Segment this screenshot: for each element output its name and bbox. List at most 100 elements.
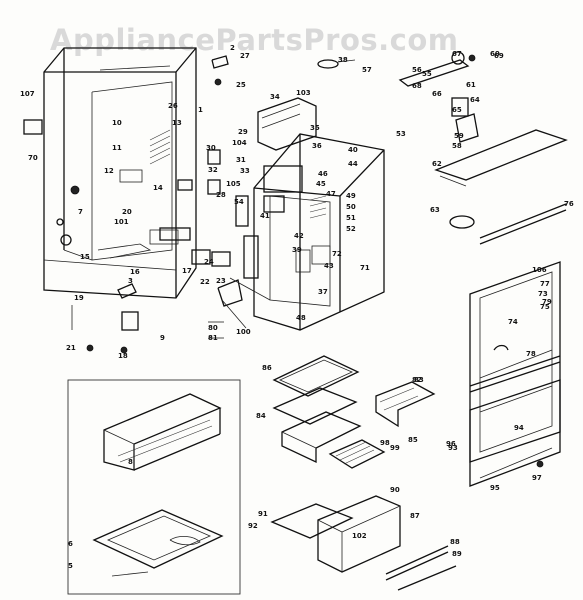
callout-49: 49: [346, 192, 356, 200]
callout-77: 77: [540, 280, 550, 288]
callout-84: 84: [256, 412, 266, 420]
callout-36: 36: [312, 142, 322, 150]
callout-16: 16: [130, 268, 140, 276]
callout-100: 100: [236, 328, 251, 336]
callout-42: 42: [294, 232, 304, 240]
callout-93: 93: [448, 444, 458, 452]
callout-94: 94: [514, 424, 524, 432]
callout-79: 79: [542, 298, 552, 306]
callout-89: 89: [452, 550, 462, 558]
callout-71: 71: [360, 264, 370, 272]
callout-62: 62: [432, 160, 442, 168]
callout-88: 88: [450, 538, 460, 546]
callout-41: 41: [260, 212, 270, 220]
callout-86: 86: [262, 364, 272, 372]
callout-23: 23: [216, 277, 226, 285]
callout-1: 1: [198, 106, 203, 114]
callout-17: 17: [182, 267, 192, 275]
callout-53: 53: [396, 130, 406, 138]
callout-97: 97: [532, 474, 542, 482]
callout-63: 63: [430, 206, 440, 214]
callout-48: 48: [296, 314, 306, 322]
callout-59: 59: [454, 132, 464, 140]
callout-47: 47: [326, 190, 336, 198]
callout-95: 95: [490, 484, 500, 492]
fresh-food-door: [469, 261, 561, 487]
callout-58: 58: [452, 142, 462, 150]
callout-65: 65: [452, 106, 462, 114]
cabinet-liner: [43, 47, 197, 299]
callout-50: 50: [346, 203, 356, 211]
callout-101: 101: [114, 218, 129, 226]
callout-3: 3: [128, 277, 133, 285]
callout-82: 82: [412, 376, 422, 384]
callout-27: 27: [240, 52, 250, 60]
callout-107: 107: [20, 90, 35, 98]
callout-99: 99: [390, 444, 400, 452]
callout-64: 64: [470, 96, 480, 104]
callout-76: 76: [564, 200, 574, 208]
callout-11: 11: [112, 144, 122, 152]
callout-45: 45: [316, 180, 326, 188]
callout-26: 26: [168, 102, 178, 110]
callout-105: 105: [226, 180, 241, 188]
callout-7: 7: [78, 208, 83, 216]
icemaker-parts: [317, 51, 568, 245]
callout-73: 73: [538, 290, 548, 298]
callout-54: 54: [234, 198, 244, 206]
evaporator-parts: [229, 97, 317, 301]
callout-60: 60: [490, 50, 500, 58]
callout-106: 106: [532, 266, 547, 274]
callout-66: 66: [432, 90, 442, 98]
callout-78: 78: [526, 350, 536, 358]
callout-12: 12: [104, 167, 114, 175]
callout-15: 15: [80, 253, 90, 261]
callout-28: 28: [216, 191, 226, 199]
callout-21: 21: [66, 344, 76, 352]
callout-61: 61: [466, 81, 476, 89]
shelves-and-pans: [270, 355, 457, 591]
callout-14: 14: [153, 184, 163, 192]
callout-44: 44: [348, 160, 358, 168]
callout-57: 57: [362, 66, 372, 74]
callout-67: 67: [452, 50, 462, 58]
callout-19: 19: [74, 294, 84, 302]
inset-frame: [67, 379, 241, 595]
callout-102: 102: [352, 532, 367, 540]
callout-6: 6: [68, 540, 73, 548]
callout-13: 13: [172, 119, 182, 127]
callout-9: 9: [160, 334, 165, 342]
callout-72: 72: [332, 250, 342, 258]
callout-33: 33: [240, 167, 250, 175]
callout-98: 98: [380, 439, 390, 447]
callout-92: 92: [248, 522, 258, 530]
callout-91: 91: [258, 510, 268, 518]
callout-29: 29: [238, 128, 248, 136]
callout-68: 68: [412, 82, 422, 90]
callout-30: 30: [206, 144, 216, 152]
freezer-liner: [253, 133, 385, 331]
callout-40: 40: [348, 146, 358, 154]
callout-32: 32: [208, 166, 218, 174]
callout-35: 35: [310, 124, 320, 132]
callout-56: 56: [412, 66, 422, 74]
grille-and-pan: [92, 393, 224, 577]
callout-75: 75: [540, 303, 550, 311]
watermark: AppliancePartsPros.com: [50, 23, 458, 57]
callout-80: 80: [208, 324, 218, 332]
left-small-parts: [23, 55, 247, 354]
callout-90: 90: [390, 486, 400, 494]
callout-46: 46: [318, 170, 328, 178]
callout-83: 83: [414, 376, 424, 384]
callout-70: 70: [28, 154, 38, 162]
callout-85: 85: [408, 436, 418, 444]
callout-31: 31: [236, 156, 246, 164]
callout-8: 8: [128, 458, 133, 466]
callout-81: 81: [208, 334, 218, 342]
callout-52: 52: [346, 225, 356, 233]
callout-74: 74: [508, 318, 518, 326]
callout-38: 38: [338, 56, 348, 64]
callout-96: 96: [446, 440, 456, 448]
